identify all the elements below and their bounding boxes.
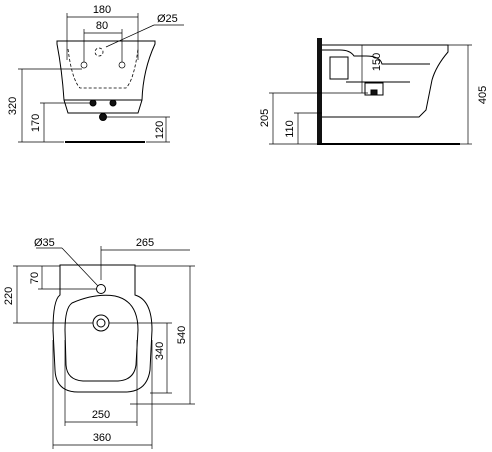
top-drain-inner (96, 318, 106, 328)
side-waste-pipe (370, 89, 378, 96)
front-dim-120: 120 (154, 121, 166, 139)
side-wall (317, 38, 322, 144)
front-fixing-mark-left (80, 61, 88, 69)
top-dim-70: 70 (29, 272, 41, 284)
front-bolt-right (109, 99, 117, 107)
top-bowl-rim (64, 294, 139, 382)
side-dim-110: 110 (284, 120, 296, 138)
side-view: 150 405 205 110 (259, 38, 489, 145)
front-fixing-mark-right (118, 61, 126, 69)
top-dim-220: 220 (3, 287, 15, 305)
front-dashed-outline (67, 48, 139, 89)
front-tap-hole-hidden (94, 47, 104, 57)
front-dim-320: 320 (7, 97, 19, 115)
top-body-outline (52, 264, 153, 393)
side-dim-150: 150 (371, 53, 383, 71)
top-dim-340: 340 (154, 342, 166, 360)
top-dim-540: 540 (176, 326, 188, 344)
leader-diameter-35 (61, 247, 99, 287)
front-waste-outlet (99, 113, 107, 121)
side-concealed-frame (329, 56, 349, 80)
front-dim-diameter: Ø25 (157, 13, 178, 25)
top-dim-diameter: Ø35 (34, 237, 55, 249)
front-dim-80: 80 (96, 20, 108, 32)
side-dim-405: 405 (477, 86, 489, 104)
top-dim-360: 360 (93, 432, 111, 444)
front-dim-170: 170 (30, 114, 42, 132)
top-view: Ø35 265 540 340 70 220 250 360 (3, 237, 195, 449)
side-body-outline (322, 44, 449, 118)
front-dim-180: 180 (93, 4, 111, 16)
front-bolt-left (89, 99, 97, 107)
front-body-outline (56, 40, 156, 114)
top-dim-265: 265 (136, 237, 154, 249)
top-dim-250: 250 (92, 409, 110, 421)
leader-diameter-25 (105, 24, 155, 48)
top-tap-hole (96, 284, 106, 294)
side-bowl-inner (322, 49, 430, 65)
side-dim-205: 205 (259, 109, 271, 127)
front-view: 180 80 Ø25 320 170 120 (7, 4, 184, 143)
top-drain-outer (92, 314, 110, 332)
